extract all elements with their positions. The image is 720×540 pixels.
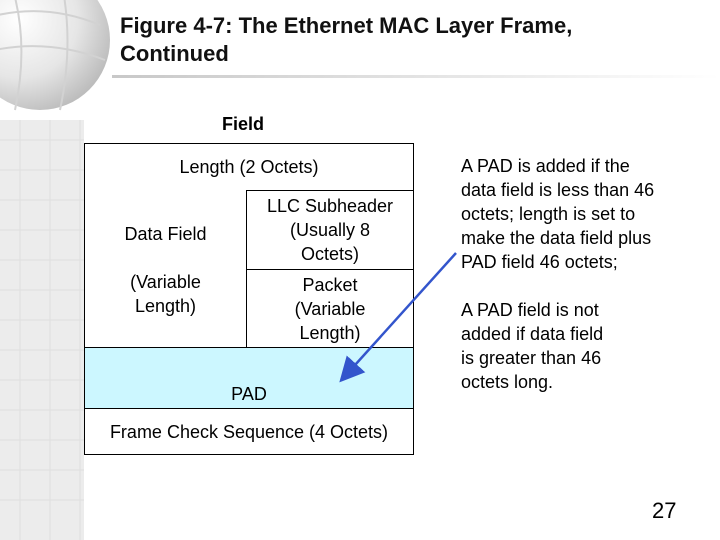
data-field-label: Data Field xyxy=(124,224,207,244)
pad-not-added-note: A PAD field is not added if data field i… xyxy=(461,298,691,394)
packet-line-1: Packet xyxy=(302,274,358,295)
note-line: make the data field plus xyxy=(461,228,652,248)
note-line: A PAD field is not xyxy=(461,300,599,320)
note-line: octets long. xyxy=(461,372,554,392)
pad-added-note: A PAD is added if the data field is less… xyxy=(461,154,691,274)
title-line-2: Continued xyxy=(120,41,229,66)
length-field: Length (2 Octets) xyxy=(84,143,414,191)
data-field-sub-line-1: (Variable xyxy=(130,272,201,292)
pad-field-label: PAD xyxy=(231,384,267,404)
llc-line-2: (Usually 8 xyxy=(289,220,371,240)
slide-title: Figure 4-7: The Ethernet MAC Layer Frame… xyxy=(120,12,680,68)
page-number: 27 xyxy=(652,498,677,523)
packet-field: Packet (Variable Length) xyxy=(246,269,414,348)
note-line: is greater than 46 xyxy=(461,348,602,368)
title-line-1: Figure 4-7: The Ethernet MAC Layer Frame… xyxy=(120,13,573,38)
note-line: data field is less than 46 xyxy=(461,180,655,200)
data-field-sub-line-2: Length) xyxy=(134,296,197,316)
note-line: PAD field 46 octets; xyxy=(461,252,618,272)
llc-subheader-field: LLC Subheader (Usually 8 Octets) xyxy=(246,190,414,270)
length-field-label: Length (2 Octets) xyxy=(179,157,319,177)
packet-line-2: (Variable xyxy=(294,298,366,319)
field-header: Field xyxy=(222,114,265,134)
note-line: A PAD is added if the xyxy=(461,156,630,176)
llc-line-3: Octets) xyxy=(300,244,359,264)
packet-line-3: Length) xyxy=(299,322,361,343)
fcs-field: Frame Check Sequence (4 Octets) xyxy=(84,408,414,455)
fcs-field-label: Frame Check Sequence (4 Octets) xyxy=(109,421,389,442)
data-field: Data Field (Variable Length) xyxy=(84,190,247,348)
note-line: added if data field xyxy=(461,324,604,344)
pad-field: PAD xyxy=(84,347,414,409)
title-divider xyxy=(112,75,720,78)
note-line: octets; length is set to xyxy=(461,204,636,224)
llc-line-1: LLC Subheader xyxy=(266,196,394,216)
